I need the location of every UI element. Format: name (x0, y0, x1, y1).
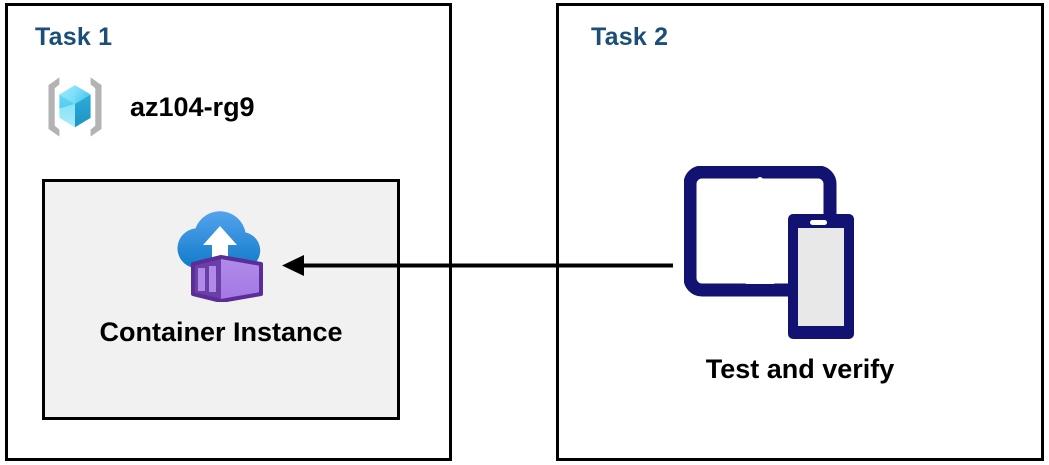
task-1-panel: Task 1 (5, 3, 452, 461)
resource-group-name: az104-rg9 (130, 91, 255, 122)
test-and-verify-label: Test and verify (705, 354, 895, 384)
container-instance-card: Container Instance (42, 179, 400, 420)
task-1-label: Task 1 (35, 23, 113, 51)
task-2-panel: Task 2 Test and verify (556, 3, 1044, 461)
devices-tablet-phone-icon (684, 166, 854, 339)
container-instance-label: Container Instance (99, 317, 343, 347)
container-instance-icon (177, 211, 263, 302)
resource-group-icon (48, 77, 102, 137)
resource-group-row: az104-rg9 (36, 68, 255, 146)
task-2-label: Task 2 (591, 23, 669, 51)
